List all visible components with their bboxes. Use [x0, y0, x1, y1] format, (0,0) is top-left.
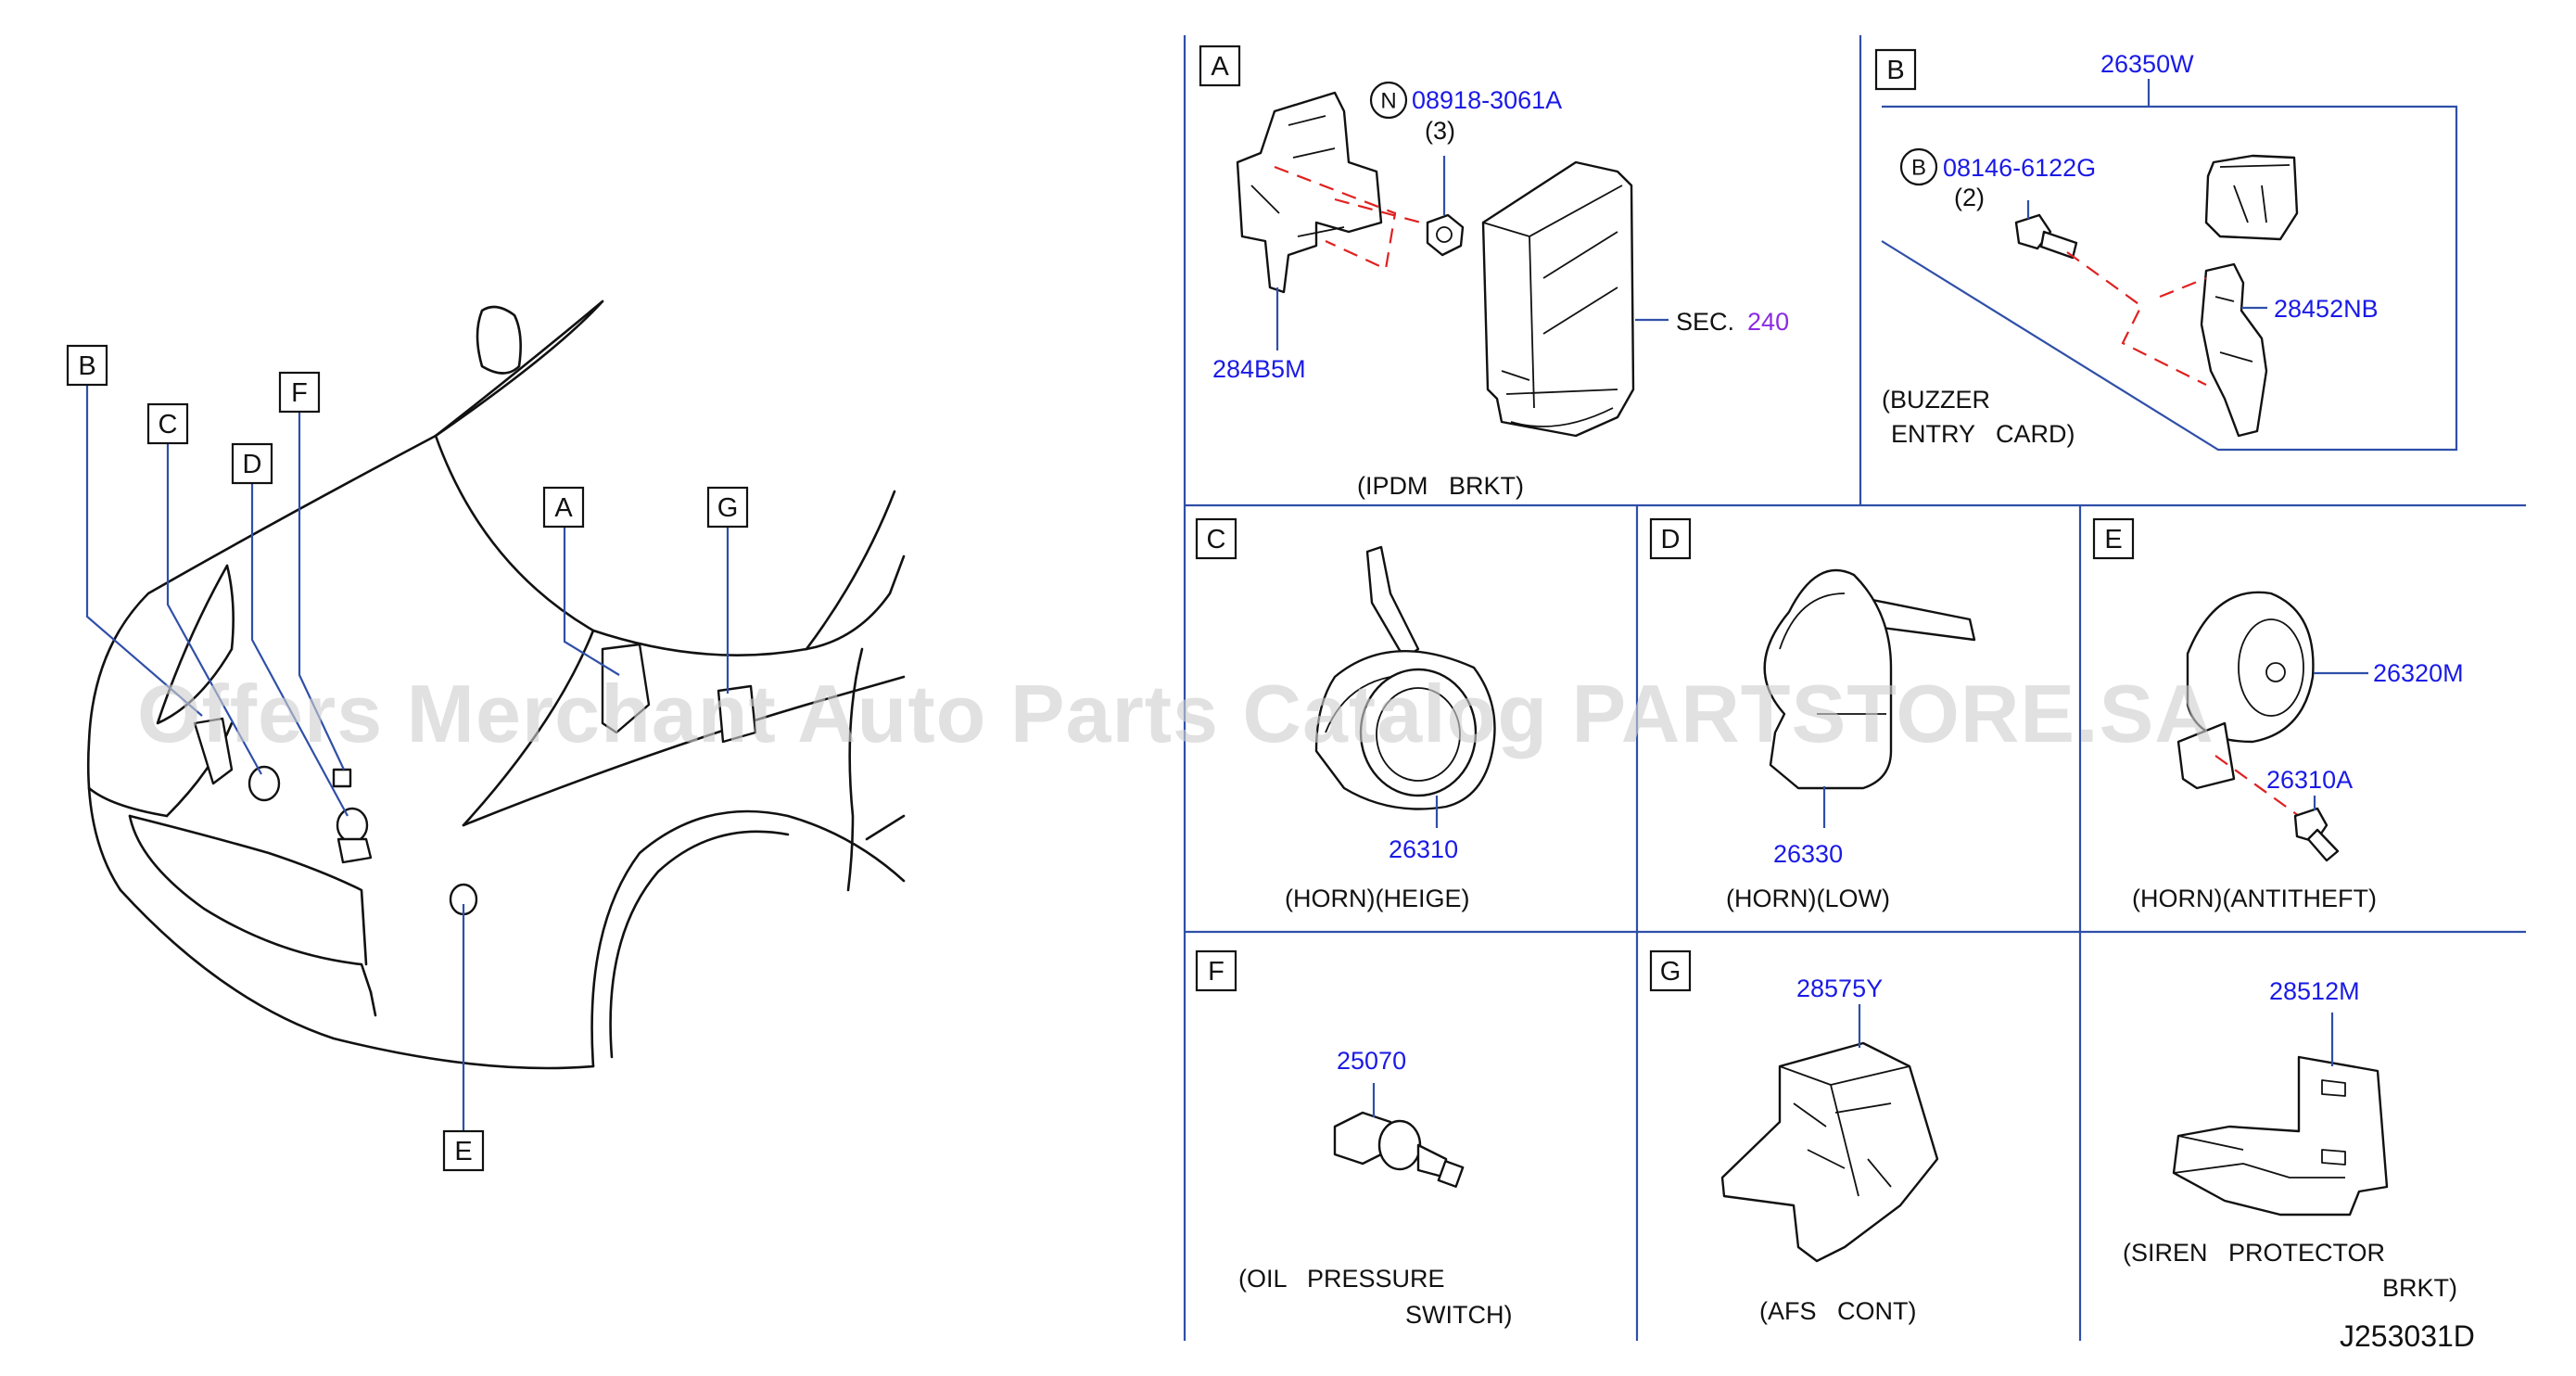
panel-siren-caption-line1: (SIREN PROTECTOR — [2123, 1239, 2385, 1267]
panel-c: 26310 (HORN)(HEIGE) — [1285, 545, 1496, 912]
car-leader-lines — [85, 386, 730, 1131]
car-label-c: C — [146, 402, 189, 445]
svg-text:D: D — [1661, 525, 1681, 554]
panel-g: 28575Y (AFS CONT) — [1720, 975, 1939, 1325]
oil-switch-part: 25070 — [1337, 1047, 1406, 1075]
panel-siren-caption-line2: BRKT) — [2382, 1274, 2457, 1302]
panel-label-c: C — [1195, 517, 1237, 560]
panel-label-d: D — [1649, 517, 1692, 560]
horn-antitheft-part: 26320M — [2373, 659, 2464, 687]
car-label-b: B — [66, 344, 108, 387]
horn-heige-part: 26310 — [1389, 835, 1458, 863]
panel-d-caption: (HORN)(LOW) — [1726, 885, 1890, 912]
svg-text:F: F — [291, 378, 308, 408]
svg-text:B: B — [78, 351, 95, 381]
panel-c-caption: (HORN)(HEIGE) — [1285, 885, 1469, 912]
panel-siren: 28512M (SIREN PROTECTOR BRKT) — [2123, 977, 2457, 1302]
horn-low-part: 26330 — [1773, 840, 1843, 868]
car-label-e: E — [442, 1129, 485, 1172]
svg-text:B: B — [1886, 56, 1904, 85]
svg-text:E: E — [2104, 525, 2122, 554]
panel-b: 26350W B 08146-6122G (2) 28452NB (BUZZER… — [1881, 50, 2458, 452]
sec-reference: SEC.240 — [1676, 308, 1789, 336]
svg-text:G: G — [717, 493, 739, 523]
panel-label-e: E — [2092, 517, 2135, 560]
horn-bolt-part: 26310A — [2266, 766, 2353, 794]
svg-text:E: E — [454, 1137, 472, 1166]
bolt-quantity: (2) — [1954, 184, 1985, 211]
panel-e-caption: (HORN)(ANTITHEFT) — [2132, 885, 2377, 912]
bolt-callout: B — [1911, 156, 1926, 181]
panel-label-a: A — [1199, 45, 1241, 87]
car-label-f: F — [278, 371, 321, 414]
svg-text:F: F — [1208, 957, 1225, 987]
svg-text:G: G — [1660, 957, 1681, 987]
panel-a-caption: (IPDM BRKT) — [1357, 472, 1524, 500]
svg-text:A: A — [1211, 52, 1229, 82]
panel-b-caption-line1: (BUZZER — [1882, 386, 1990, 414]
panel-e: 26320M 26310A (HORN)(ANTITHEFT) — [2132, 591, 2464, 912]
siren-protector-part: 28512M — [2269, 977, 2360, 1005]
panel-label-f: F — [1195, 949, 1237, 992]
panel-f-caption-line1: (OIL PRESSURE — [1238, 1265, 1445, 1293]
diagram-id: J253031D — [2340, 1319, 2475, 1353]
panel-b-caption-line2: ENTRY CARD) — [1891, 420, 2075, 448]
panel-grid — [1183, 35, 2526, 1341]
panel-a: N 08918-3061A (3) 284B5M SEC.240 (IPDM B… — [1212, 81, 1789, 500]
bracket-part-number-b: 28452NB — [2274, 295, 2379, 323]
nut-quantity: (3) — [1425, 117, 1455, 145]
svg-text:A: A — [554, 493, 573, 523]
nut-callout: N — [1380, 89, 1396, 114]
car-label-a: A — [542, 486, 585, 529]
car-label-g: G — [706, 486, 749, 529]
panel-label-g: G — [1649, 949, 1692, 992]
svg-text:C: C — [159, 410, 178, 440]
panel-g-caption: (AFS CONT) — [1759, 1297, 1917, 1325]
svg-text:C: C — [1207, 525, 1226, 554]
car-overview — [86, 299, 906, 1070]
panel-f-caption-line2: SWITCH) — [1405, 1301, 1512, 1329]
panel-d: 26330 (HORN)(LOW) — [1726, 568, 1976, 912]
nut-part-number: 08918-3061A — [1412, 86, 1562, 114]
svg-text:D: D — [243, 450, 262, 479]
afs-cont-part: 28575Y — [1796, 975, 1883, 1002]
panel-f: 25070 (OIL PRESSURE SWITCH) — [1238, 1047, 1512, 1329]
car-label-d: D — [231, 442, 273, 485]
assembly-part-number: 26350W — [2100, 50, 2194, 78]
bolt-part-number: 08146-6122G — [1943, 154, 2096, 182]
panel-label-b: B — [1874, 48, 1917, 91]
watermark: Offers Merchant Auto Parts Catalog PARTS… — [137, 668, 2214, 759]
bracket-part-number: 284B5M — [1212, 355, 1306, 383]
